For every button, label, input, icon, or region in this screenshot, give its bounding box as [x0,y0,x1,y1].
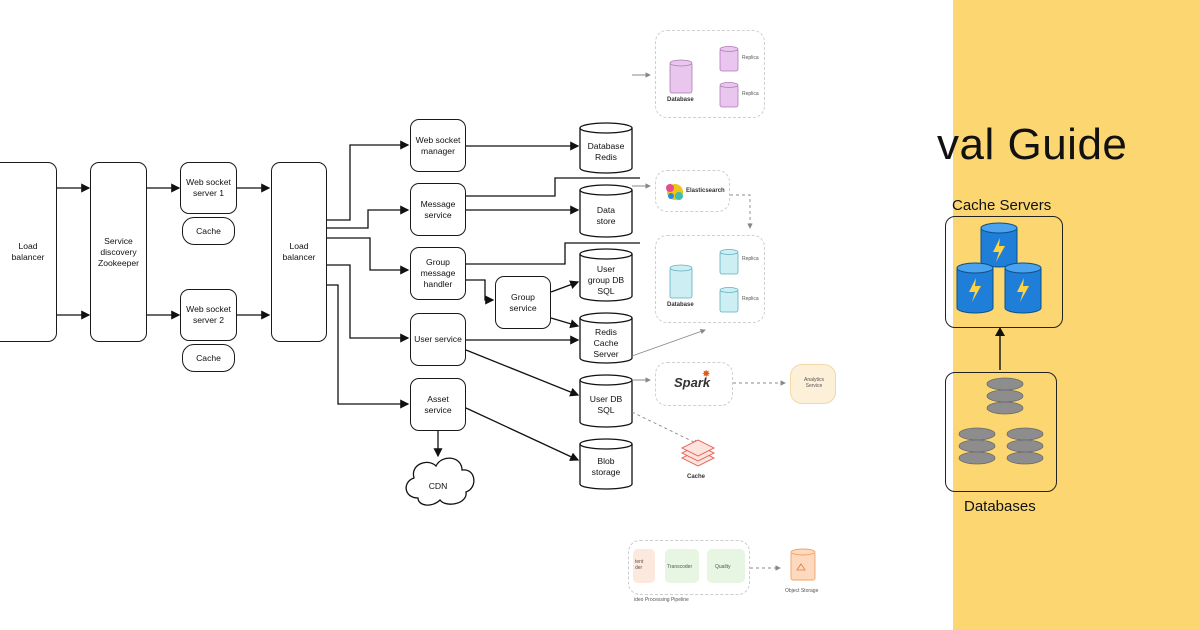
pipeline-stage-1-label: tent der [635,559,644,571]
elasticsearch-box: Elasticsearch [655,170,730,212]
databases-label: Databases [964,498,1036,515]
replica-label-2a: Replica [742,256,759,262]
pipeline-caption: ideo Processing Pipeline [634,597,689,603]
redis-cache-server-label: Redis Cache Server [593,327,619,359]
asset-service: Asset service [410,378,466,431]
replica-label-2b: Replica [742,296,759,302]
web-socket-server-1: Web socket server 1 [180,162,237,214]
transcoder-label: Transcoder [667,564,693,570]
cache-server-icons [956,222,1042,314]
object-storage-label: Object Storage [785,588,819,594]
group-service: Group service [495,276,551,329]
cache-label: Cache [687,474,706,480]
cdn-label: CDN [428,481,448,491]
elasticsearch-icon [666,184,683,200]
web-socket-manager: Web socket manager [410,119,466,172]
spark-box: Spark ✸ [655,362,733,406]
database-disk-stack [958,377,1044,465]
group-message-handler: Group message handler [410,247,466,300]
database-label-1: Database [667,97,694,103]
database-cluster-1: Database Replica Replica [655,30,765,118]
replica-label-1a: Replica [742,55,759,61]
analytics-service-box: Analytics Service [790,364,836,404]
pipeline-box: tent der Transcoder Quality [628,540,750,595]
database-label-2: Database [667,302,694,308]
databases-box [945,372,1057,492]
spark-label: Spark [674,375,711,390]
database-icons [958,377,1044,465]
web-socket-server-2: Web socket server 2 [180,289,237,341]
message-service: Message service [410,183,466,236]
guide-title: val Guide [937,120,1128,169]
connector-arrow [995,327,1005,370]
cache-stack-icon [680,439,716,467]
cache-servers-box [945,216,1063,328]
database-cluster-2: Database Replica Replica [655,235,765,323]
database-icons-1 [669,46,739,108]
load-balancer-2: Load balancer [271,162,327,342]
data-store-label: Data store [596,205,616,226]
cache-1: Cache [182,217,235,245]
elasticsearch-label: Elasticsearch [686,188,725,194]
cdn-cloud [405,457,475,506]
analytics-service-label: Analytics Service [803,377,824,389]
database-icons-2 [669,249,739,313]
quality-label: Quality [715,564,731,570]
user-group-db-label: User group DB SQL [587,264,625,296]
cache-servers-label: Cache Servers [952,197,1052,214]
pipeline-stage-content [633,549,655,583]
db-redis-label: Database Redis [587,141,625,162]
transcoder-stage [665,549,699,583]
service-discovery: Service discovery Zookeeper [90,162,147,342]
blob-storage-label: Blob storage [591,456,621,477]
object-storage-icon [790,548,816,581]
user-service: User service [410,313,466,366]
quality-stage [707,549,745,583]
user-db-label: User DB SQL [589,394,623,415]
cache-server-cylinder [956,222,1042,314]
spark-star-icon: ✸ [702,369,711,380]
replica-label-1b: Replica [742,91,759,97]
guide-panel [953,0,1200,630]
load-balancer-1: Load balancer [0,162,57,342]
cache-2: Cache [182,344,235,372]
